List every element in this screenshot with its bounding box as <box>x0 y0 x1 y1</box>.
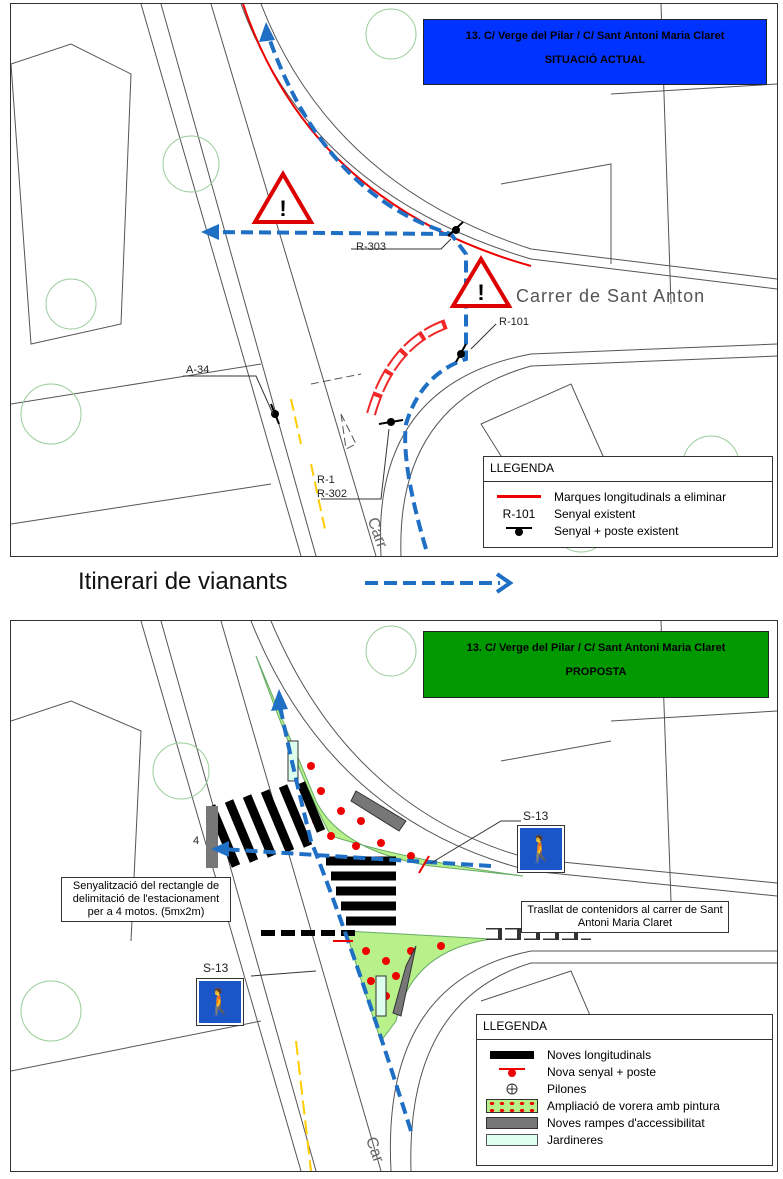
moto-count-label: 4 <box>193 835 200 847</box>
sign-post-icon <box>506 526 532 536</box>
legend-item: Noves rampes d'accessibilitat <box>477 1114 772 1131</box>
title-location: 13. C/ Verge del Pilar / C/ Sant Antoni … <box>466 642 726 654</box>
current-map-drawing: ! ! <box>11 4 777 556</box>
legend-label: Senyal + poste existent <box>554 523 679 538</box>
warning-triangle-icon: ! <box>449 255 513 308</box>
pedestrian-crossing-sign-icon: 🚶 <box>517 825 565 873</box>
pedestrian-crossing-sign-icon: 🚶 <box>196 978 244 1026</box>
proposal-map-drawing <box>11 621 777 1171</box>
legend-label: Marques longitudinals a eliminar <box>554 489 727 504</box>
legend-proposal: LLEGENDA Noves longitudinals Nova senyal… <box>476 1014 773 1166</box>
ramp-symbol <box>486 1116 538 1129</box>
legend-item: Pilones <box>477 1080 772 1097</box>
sign-label-r303: R-303 <box>356 241 386 253</box>
containers-callout: Trasllat de contenidors al carrer de San… <box>521 901 729 933</box>
legend-item: Nova senyal + poste <box>477 1063 772 1080</box>
sign-label-r302: R-302 <box>317 488 347 500</box>
legend-title: LLEGENDA <box>484 457 772 482</box>
bollard-icon <box>506 1083 518 1094</box>
current-title-box: 13. C/ Verge del Pilar / C/ Sant Antoni … <box>423 19 767 85</box>
route-caption: Itinerari de vianants <box>78 568 288 595</box>
legend-label: Jardineres <box>547 1132 604 1147</box>
planter <box>375 975 387 1017</box>
proposal-title-box: 13. C/ Verge del Pilar / C/ Sant Antoni … <box>423 631 769 698</box>
sign-label-s13: S-13 <box>203 961 229 975</box>
red-line-symbol <box>497 495 541 498</box>
legend-symbol: R-101 <box>502 506 536 521</box>
legend-label: Noves longitudinals <box>547 1047 652 1062</box>
sign-label-r101: R-101 <box>499 316 529 328</box>
warning-triangle-icon: ! <box>251 170 315 224</box>
moto-parking-callout: Senyalització del rectangle de delimitac… <box>61 877 231 922</box>
existing-sign-posts <box>270 221 467 426</box>
legend-item: Noves longitudinals <box>477 1046 772 1063</box>
legend-label: Nova senyal + poste <box>547 1064 657 1079</box>
legend-label: Ampliació de vorera amb pintura <box>547 1098 720 1113</box>
street-label: Carrer de Sant Anton <box>516 286 706 306</box>
legend-item: Senyal + poste existent <box>484 522 772 539</box>
current-situation-map: ! ! 13. C/ Verge del Pilar / C/ Sant Ant… <box>10 3 778 557</box>
legend-title: LLEGENDA <box>477 1015 772 1040</box>
painted-sidewalk-symbol <box>486 1098 538 1113</box>
new-crosswalk <box>206 781 396 926</box>
sign-label-r1: R-1 <box>317 474 335 486</box>
svg-text:!: ! <box>477 280 484 305</box>
proposal-map: 13. C/ Verge del Pilar / C/ Sant Antoni … <box>10 620 778 1172</box>
title-status: PROPOSTA <box>565 666 627 678</box>
legend-label: Noves rampes d'accessibilitat <box>547 1115 705 1130</box>
legend-item: Marques longitudinals a eliminar <box>484 488 772 505</box>
title-status: SITUACIÓ ACTUAL <box>544 54 646 66</box>
legend-current: LLEGENDA Marques longitudinals a elimina… <box>483 456 773 548</box>
legend-item: Jardineres <box>477 1131 772 1148</box>
legend-label: Senyal existent <box>554 506 636 521</box>
legend-item: R-101 Senyal existent <box>484 505 772 522</box>
legend-item: Ampliació de vorera amb pintura <box>477 1097 772 1114</box>
title-location: 13. C/ Verge del Pilar / C/ Sant Antoni … <box>465 30 725 42</box>
sign-label-s13: S-13 <box>523 809 549 823</box>
sign-label-a34: A-34 <box>186 364 210 376</box>
svg-text:!: ! <box>279 196 286 221</box>
legend-label: Pilones <box>547 1081 587 1096</box>
planter-symbol <box>486 1133 538 1146</box>
black-line-symbol <box>490 1050 534 1059</box>
new-sign-post-icon <box>499 1067 525 1077</box>
